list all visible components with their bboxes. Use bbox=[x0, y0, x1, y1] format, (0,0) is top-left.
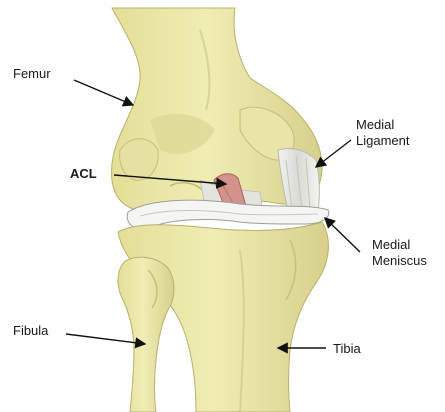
medial-ligament-label-line1: Medial bbox=[356, 117, 394, 132]
fibula-label: Fibula bbox=[13, 323, 48, 338]
femur-label: Femur bbox=[13, 66, 51, 81]
medial-ligament-leader-line bbox=[316, 140, 351, 167]
medial-meniscus-leader-line bbox=[325, 218, 360, 252]
fibula-bone bbox=[118, 257, 174, 412]
medial-meniscus-label-line1: Medial bbox=[372, 237, 410, 252]
medial-meniscus-label-line2: Meniscus bbox=[372, 253, 427, 268]
tibia-label: Tibia bbox=[333, 341, 361, 356]
medial-ligament-label-line2: Ligament bbox=[356, 133, 409, 148]
femur-leader-line bbox=[74, 80, 133, 105]
acl-label: ACL bbox=[70, 166, 97, 181]
